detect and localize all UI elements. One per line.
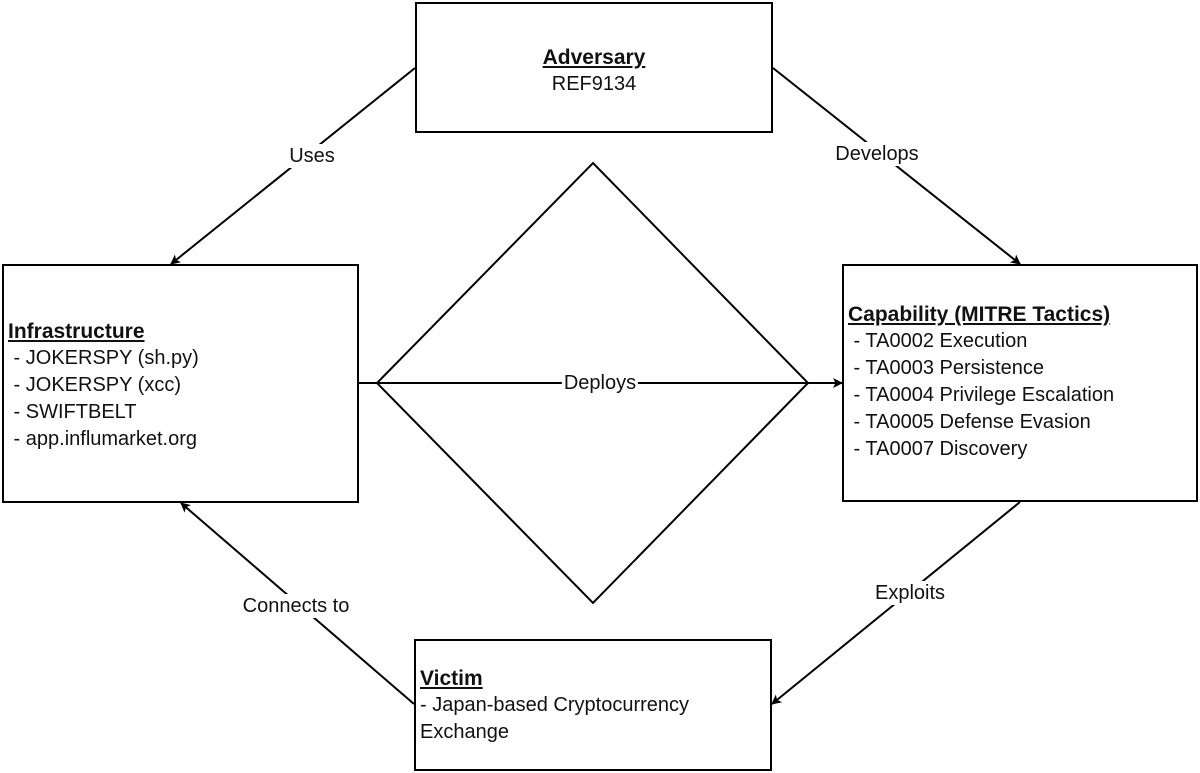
edge-label-deploys: Deploys xyxy=(561,371,639,395)
infrastructure-item: - app.influmarket.org xyxy=(8,428,197,450)
capability-item: - TA0004 Privilege Escalation xyxy=(848,384,1115,406)
victim-title: Victim xyxy=(420,667,483,690)
infrastructure-node: Infrastructure - JOKERSPY (sh.py) - JOKE… xyxy=(2,264,359,503)
capability-node: Capability (MITRE Tactics) - TA0002 Exec… xyxy=(842,264,1198,502)
capability-item: - TA0003 Persistence xyxy=(848,357,1045,379)
edge-develops-line xyxy=(772,67,1021,265)
capability-item: - TA0007 Discovery xyxy=(848,438,1028,460)
adversary-node: Adversary REF9134 xyxy=(415,2,773,133)
victim-node: Victim - Japan-based Cryptocurrency Exch… xyxy=(414,639,772,771)
edge-label-connects-to: Connects to xyxy=(240,594,352,618)
capability-item: - TA0005 Defense Evasion xyxy=(848,411,1091,433)
adversary-name: REF9134 xyxy=(551,73,637,95)
capability-item: - TA0002 Execution xyxy=(848,330,1028,352)
edge-label-uses: Uses xyxy=(287,144,337,168)
edge-label-exploits: Exploits xyxy=(872,581,948,605)
victim-description: - Japan-based Cryptocurrency Exchange xyxy=(420,694,690,743)
adversary-title: Adversary xyxy=(542,46,646,69)
infrastructure-title: Infrastructure xyxy=(8,320,145,343)
diamond-shape xyxy=(375,161,810,605)
infrastructure-item: - SWIFTBELT xyxy=(8,401,137,423)
edge-label-develops: Develops xyxy=(833,142,921,166)
infrastructure-item: - JOKERSPY (xcc) xyxy=(8,374,181,396)
infrastructure-item: - JOKERSPY (sh.py) xyxy=(8,347,199,369)
capability-title: Capability (MITRE Tactics) xyxy=(848,303,1111,326)
